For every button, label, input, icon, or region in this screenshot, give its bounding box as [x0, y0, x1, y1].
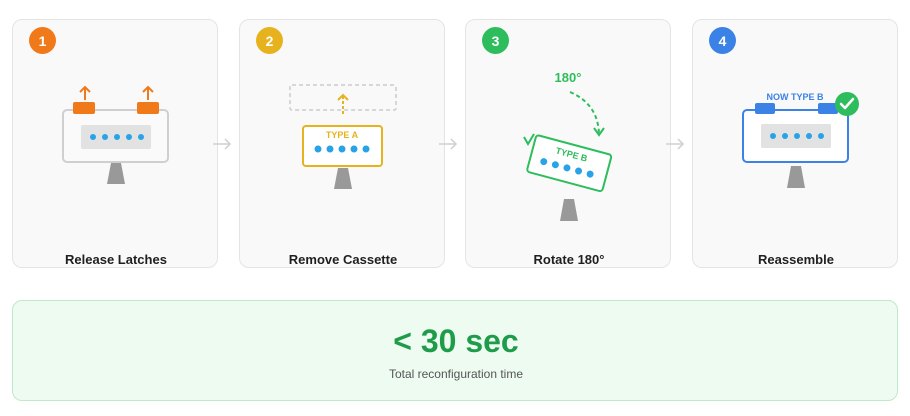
- step-card-4: 4 NOW TYPE B Reassemble: [692, 19, 898, 268]
- latch-hint: [523, 133, 535, 146]
- rotation-label: 180°: [555, 70, 582, 85]
- cassette-type-label: NOW TYPE B: [766, 92, 824, 102]
- step-badge-4: 4: [709, 27, 736, 54]
- step-badge-2: 2: [256, 27, 283, 54]
- step-label-1: Release Latches: [65, 252, 167, 267]
- stand: [560, 199, 578, 221]
- chevron-right-icon: [439, 138, 458, 150]
- summary-caption: Total reconfiguration time: [388, 367, 524, 381]
- stand: [334, 168, 352, 189]
- summary-value: < 30 sec: [393, 323, 519, 359]
- ghost-slot: [289, 84, 397, 111]
- step-label-2: Remove Cassette: [288, 252, 398, 267]
- cassette-type-label: TYPE A: [326, 130, 359, 140]
- chevron-right-icon: [213, 138, 232, 150]
- check-icon: [835, 92, 859, 116]
- latch-left: [73, 102, 95, 114]
- step-label-4: Reassemble: [758, 252, 834, 267]
- remove-cassette-illustration: TYPE A: [289, 84, 397, 189]
- stand: [787, 166, 805, 188]
- latch-right: [818, 103, 838, 114]
- rotate-illustration: 180° TYPE B: [523, 70, 613, 221]
- step-badge-1: 1: [29, 27, 56, 54]
- up-arrow-icon: [337, 93, 349, 114]
- step-card-1: 1 Release Latches: [12, 19, 218, 268]
- up-arrow-icon: [79, 85, 91, 100]
- latch-right: [137, 102, 159, 114]
- step-card-3: 3 180° TYPE B Rotate 180°: [465, 19, 671, 268]
- step-badge-3: 3: [482, 27, 509, 54]
- step-label-3: Rotate 180°: [533, 252, 605, 267]
- up-arrow-icon: [142, 85, 154, 100]
- latch-left: [755, 103, 775, 114]
- reassemble-illustration: NOW TYPE B: [742, 92, 859, 188]
- stand: [107, 163, 125, 184]
- chevron-right-icon: [666, 138, 685, 150]
- summary-panel: < 30 sec Total reconfiguration time: [12, 300, 898, 401]
- rotate-arrow-icon: [569, 91, 605, 137]
- cassette: [526, 134, 613, 193]
- step-card-2: 2 TYPE A Remove Cassette: [239, 19, 445, 268]
- release-latches-illustration: [62, 85, 169, 184]
